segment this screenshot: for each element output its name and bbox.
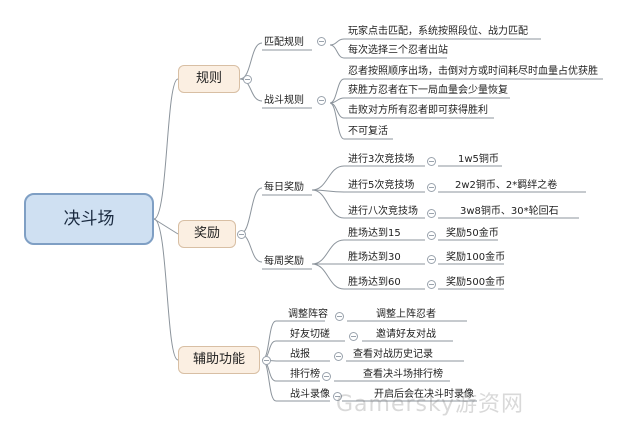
- category-rewards[interactable]: 奖励: [178, 220, 236, 248]
- group-daily-rewards[interactable]: 每日奖励: [264, 182, 304, 193]
- aux-feature-3: 战报: [290, 349, 310, 360]
- collapse-icon[interactable]: [333, 392, 342, 401]
- group-match-rules[interactable]: 匹配规则: [264, 37, 304, 48]
- collapse-icon[interactable]: [427, 157, 436, 166]
- daily-reward-1: 1w5铜币: [458, 154, 499, 165]
- aux-feature-2: 好友切磋: [290, 329, 330, 340]
- collapse-icon[interactable]: [317, 37, 326, 46]
- collapse-icon[interactable]: [427, 231, 436, 240]
- daily-reward-3: 3w8铜币、30*轮回石: [460, 206, 559, 217]
- weekly-reward-2: 奖励100金币: [446, 252, 506, 263]
- leaf-battle-rule-4: 不可复活: [348, 126, 388, 137]
- aux-desc-2: 邀请好友对战: [376, 329, 436, 340]
- leaf-match-rule-2: 每次选择三个忍者出站: [348, 45, 448, 56]
- aux-feature-5: 战斗录像: [290, 389, 330, 400]
- leaf-battle-rule-1: 忍者按照顺序出场，击倒对方或时间耗尽时血量占优获胜: [348, 66, 598, 77]
- group-weekly-rewards[interactable]: 每周奖励: [264, 256, 304, 267]
- weekly-condition-1: 胜场达到15: [348, 228, 401, 239]
- daily-condition-1: 进行3次竞技场: [348, 154, 415, 165]
- collapse-icon[interactable]: [349, 332, 358, 341]
- daily-condition-3: 进行八次竞技场: [348, 206, 418, 217]
- watermark: Gamersky游资网: [336, 392, 524, 417]
- weekly-condition-3: 胜场达到60: [348, 277, 401, 288]
- weekly-reward-1: 奖励50金币: [446, 228, 499, 239]
- collapse-icon[interactable]: [427, 280, 436, 289]
- weekly-condition-2: 胜场达到30: [348, 252, 401, 263]
- collapse-icon[interactable]: [317, 96, 326, 105]
- root-node[interactable]: 决斗场: [24, 193, 154, 245]
- category-auxiliary[interactable]: 辅助功能: [178, 346, 260, 374]
- group-battle-rules[interactable]: 战斗规则: [264, 95, 304, 106]
- collapse-icon[interactable]: [262, 356, 271, 365]
- aux-feature-1: 调整阵容: [288, 309, 328, 320]
- collapse-icon[interactable]: [243, 75, 252, 84]
- aux-desc-4: 查看决斗场排行榜: [363, 369, 443, 380]
- aux-feature-4: 排行榜: [290, 369, 320, 380]
- collapse-icon[interactable]: [427, 209, 436, 218]
- aux-desc-1: 调整上阵忍者: [376, 309, 436, 320]
- collapse-icon[interactable]: [335, 312, 344, 321]
- leaf-battle-rule-3: 击败对方所有忍者即可获得胜利: [348, 105, 488, 116]
- leaf-battle-rule-2: 获胜方忍者在下一局血量会少量恢复: [348, 85, 508, 96]
- aux-desc-5: 开启后会在决斗时录像: [374, 389, 474, 400]
- weekly-reward-3: 奖励500金币: [446, 277, 506, 288]
- collapse-icon[interactable]: [322, 372, 331, 381]
- collapse-icon[interactable]: [427, 183, 436, 192]
- collapse-icon[interactable]: [427, 255, 436, 264]
- collapse-icon[interactable]: [334, 352, 343, 361]
- daily-reward-2: 2w2铜币、2*羁绊之卷: [455, 180, 558, 191]
- daily-condition-2: 进行5次竞技场: [348, 180, 415, 191]
- leaf-match-rule-1: 玩家点击匹配，系统按照段位、战力匹配: [348, 26, 528, 37]
- collapse-icon[interactable]: [237, 230, 246, 239]
- aux-desc-3: 查看对战历史记录: [353, 349, 433, 360]
- category-rules[interactable]: 规则: [178, 65, 240, 93]
